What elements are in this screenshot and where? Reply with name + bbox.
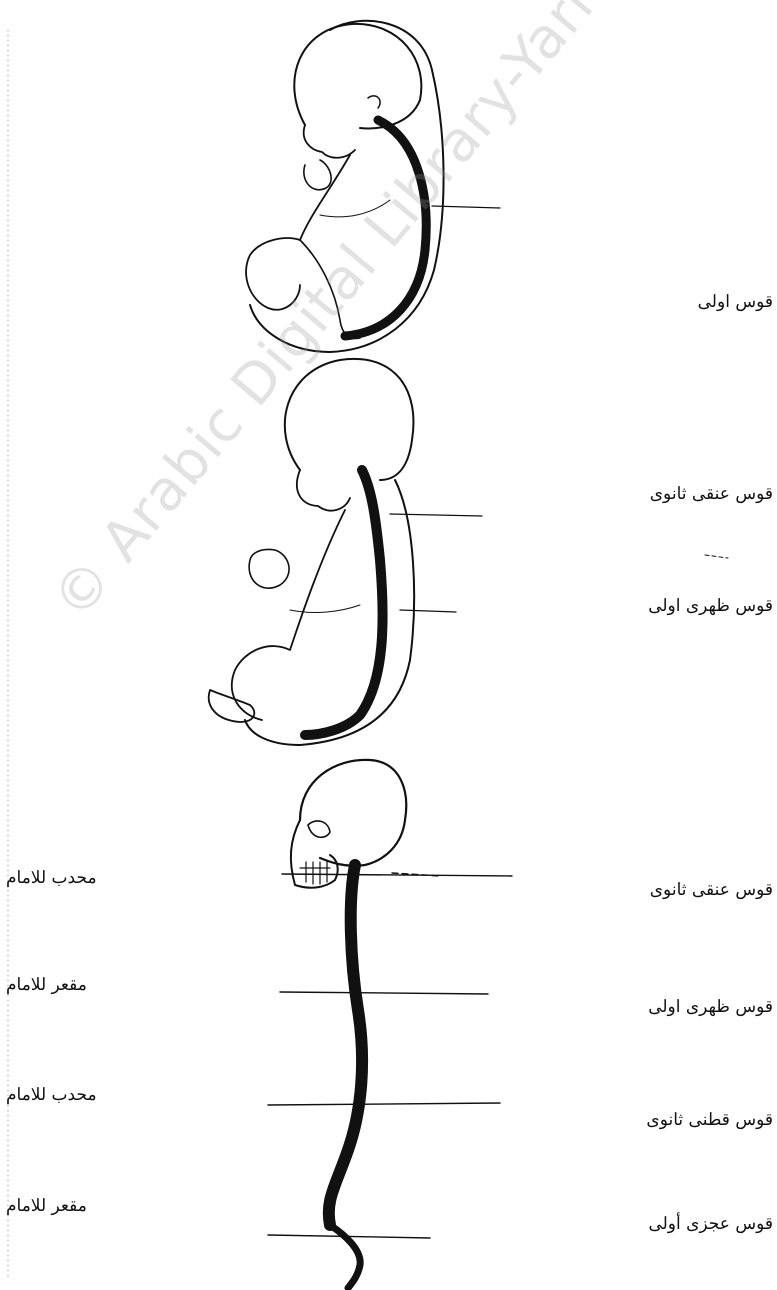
fetus-head bbox=[285, 359, 414, 480]
label-fetus-cervical: قوس عنقى ثانوى bbox=[650, 484, 773, 504]
embryo-head bbox=[294, 24, 421, 128]
fetus-figure bbox=[209, 359, 728, 745]
label-left-convex-2: محدب للامام bbox=[6, 1085, 97, 1105]
adult-line-2 bbox=[280, 992, 488, 994]
embryo-body bbox=[246, 155, 350, 310]
embryo-figure bbox=[246, 21, 500, 352]
adult-teeth bbox=[300, 862, 330, 884]
label-adult-lumbar: قوس قطنى ثانوى bbox=[646, 1110, 773, 1130]
embryo-face bbox=[304, 125, 355, 158]
adult-sacrum bbox=[330, 1225, 360, 1288]
label-left-concave-2: مقعر للامام bbox=[6, 1196, 87, 1216]
label-adult-sacral: قوس عجزى أولى bbox=[648, 1214, 773, 1234]
fetus-foot bbox=[209, 690, 255, 722]
embryo-spine bbox=[345, 120, 426, 336]
adult-jaw bbox=[291, 820, 338, 888]
label-fetus-thoracic: قوس ظهرى اولى bbox=[648, 596, 773, 616]
adult-line-3 bbox=[268, 1103, 500, 1105]
fetus-spine bbox=[305, 470, 383, 735]
fetus-leader-cervical bbox=[390, 514, 482, 516]
fetus-leader-dash bbox=[705, 555, 728, 558]
label-left-concave-1: مقعر للامام bbox=[6, 975, 87, 995]
fetus-inner-line bbox=[290, 605, 360, 612]
embryo-arm bbox=[304, 160, 331, 190]
adult-eye-socket bbox=[308, 821, 330, 837]
embryo-inner-line bbox=[320, 200, 390, 217]
embryo-leg bbox=[300, 240, 360, 338]
fetus-face bbox=[297, 470, 350, 511]
embryo-ear bbox=[368, 96, 380, 108]
fetus-leader-thoracic bbox=[400, 610, 456, 612]
label-adult-cervical: قوس عنقى ثانوى bbox=[650, 880, 773, 900]
fetus-arm bbox=[249, 549, 289, 588]
fetus-outline bbox=[245, 480, 414, 745]
embryo-outline bbox=[250, 21, 444, 352]
adult-spine bbox=[329, 865, 362, 1225]
adult-line-1 bbox=[282, 874, 512, 876]
label-left-convex-1: محدب للامام bbox=[6, 868, 97, 888]
fetus-body bbox=[232, 510, 345, 720]
adult-skull bbox=[300, 760, 406, 866]
adult-figure bbox=[268, 760, 512, 1288]
label-embryo-primary-curve: قوس اولى bbox=[698, 292, 773, 312]
label-adult-thoracic: قوس ظهرى اولى bbox=[648, 997, 773, 1017]
